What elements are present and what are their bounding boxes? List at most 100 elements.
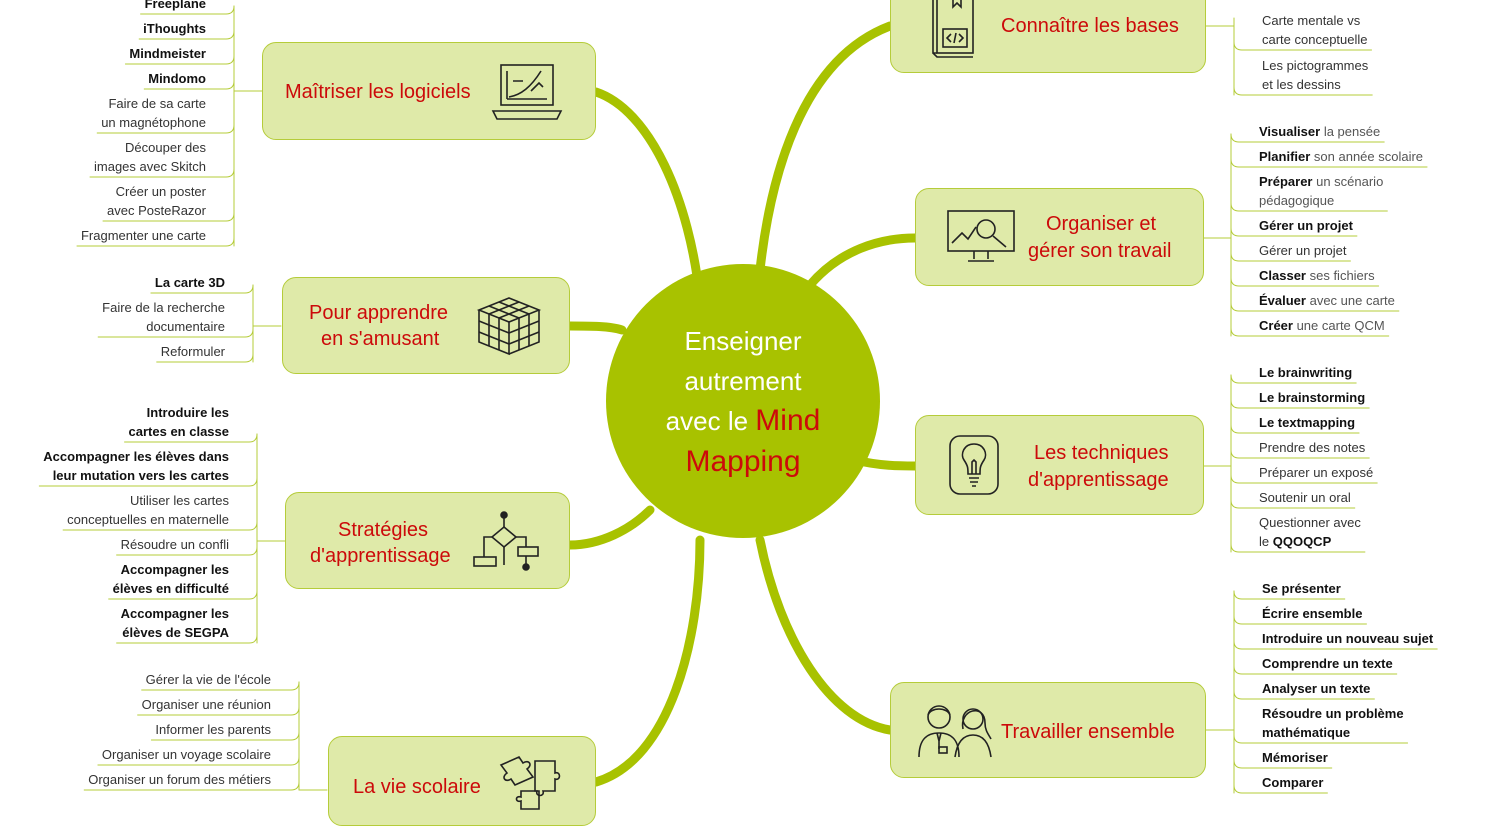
central-text: avec le [665,406,749,436]
list-item[interactable]: Gérer un projet [1259,241,1346,260]
leaf-text: Organiser un voyage scolaire [101,747,271,762]
topic-travailler-ensemble[interactable]: Travailler ensemble [890,682,1206,778]
flowchart-icon [473,511,539,571]
topic-apprendre-en-s-amusant[interactable]: Pour apprendre en s'amusant [282,277,570,374]
list-item[interactable]: Accompagner les élèves dans leur mutation… [43,447,229,485]
leaf-text: la pensée [1320,124,1381,139]
branch-line-2 [565,505,655,550]
leaf-text: Mindmeister [129,46,206,61]
list-item[interactable]: Organiser une réunion [142,695,271,714]
leaf-text: Introduire un nouveau sujet [1262,631,1434,646]
list-item[interactable]: Classer ses fichiers [1259,266,1375,285]
list-item[interactable]: Se présenter [1262,579,1341,598]
topic-title: Connaître les bases [1001,15,1179,37]
puzzle-icon [499,755,561,810]
list-item[interactable]: Reformuler [161,342,225,361]
leaf-text: et les dessins [1262,77,1341,92]
leaf-text: leur mutation vers les cartes [52,468,229,483]
list-item[interactable]: Créer un poster avec PosteRazor [107,182,206,220]
leaf-text: cartes en classe [128,424,229,439]
leaf-text: conceptuelles en maternelle [67,512,229,527]
central-topic[interactable]: Enseigner autrement avec le Mind Mapping [606,264,880,538]
central-highlight-mapping: Mapping [685,445,801,478]
topic-vie-scolaire[interactable]: La vie scolaire [328,736,596,826]
list-item[interactable]: Introduire un nouveau sujet [1262,629,1433,648]
central-highlight-mind: Mind [755,404,821,437]
central-line-3: avec le Mind [606,401,880,441]
list-item[interactable]: Mindomo [148,69,206,88]
list-item[interactable]: Découper des images avec Skitch [94,138,206,176]
leaf-text: Préparer un exposé [1259,465,1374,480]
list-item[interactable]: Soutenir un oral [1259,488,1351,507]
list-item[interactable]: Accompagner les élèves de SEGPA [121,604,229,642]
leaf-text: élèves de SEGPA [122,625,229,640]
list-item[interactable]: Gérer un projet [1259,216,1353,235]
leaf-text: Accompagner les élèves dans [43,449,229,464]
leaf-text: avec PosteRazor [107,203,206,218]
topic-title-line-1: Stratégies [338,519,429,541]
leaf-text: Classer [1259,268,1306,283]
list-item[interactable]: Visualiser la pensée [1259,122,1380,141]
leaf-text: Planifier [1259,149,1311,164]
leaf-text: Créer un poster [115,184,206,199]
leaf-text: une carte QCM [1292,318,1385,333]
list-item[interactable]: Le brainwriting [1259,363,1352,382]
topic-title-line-1: Pour apprendre [309,302,448,324]
list-item[interactable]: Prendre des notes [1259,438,1365,457]
list-item[interactable]: Fragmenter une carte [81,226,206,245]
list-item[interactable]: iThoughts [143,19,206,38]
list-item[interactable]: Mémoriser [1262,748,1328,767]
list-item[interactable]: Gérer la vie de l'école [146,670,271,689]
list-item[interactable]: Évaluer avec une carte [1259,291,1395,310]
topic-title-line-2: d'apprentissage [1028,469,1169,491]
list-item[interactable]: Planifier son année scolaire [1259,147,1423,166]
topic-strategies-apprentissage[interactable]: Stratégies d'apprentissage [285,492,570,589]
leaf-text: Accompagner les [120,606,229,621]
laptop-graph-icon [491,64,563,120]
list-item[interactable]: Freeplane [145,0,206,13]
list-item[interactable]: Informer les parents [155,720,271,739]
topic-organiser-gerer-travail[interactable]: Organiser et gérer son travail [915,188,1204,286]
list-item[interactable]: Comparer [1262,773,1323,792]
branch-line-0 [591,87,705,305]
leaf-text: Accompagner les [120,562,229,577]
topic-connaitre-les-bases[interactable]: Connaître les bases [890,0,1206,73]
list-item[interactable]: Analyser un texte [1262,679,1370,698]
leaf-text: Reformuler [160,344,225,359]
list-item[interactable]: Comprendre un texte [1262,654,1393,673]
list-item[interactable]: Créer une carte QCM [1259,316,1385,335]
list-item[interactable]: Mindmeister [129,44,206,63]
leaf-text: Résoudre un confli [120,537,229,552]
leaf-text: images avec Skitch [94,159,206,174]
leaf-text: Le textmapping [1259,415,1356,430]
list-item[interactable]: Organiser un voyage scolaire [102,745,271,764]
topic-techniques-apprentissage[interactable]: Les techniques d'apprentissage [915,415,1204,515]
list-item[interactable]: Écrire ensemble [1262,604,1362,623]
leaf-text: Fragmenter une carte [80,228,206,243]
leaf-text: Découper des [125,140,206,155]
list-item[interactable]: Organiser un forum des métiers [88,770,271,789]
branch-line-4 [755,21,895,275]
leaf-text: carte conceptuelle [1262,32,1368,47]
leaf-text: le [1259,534,1273,549]
list-item[interactable]: Préparer un exposé [1259,463,1373,482]
lightbulb-icon [949,435,999,495]
leaf-text: Visualiser [1259,124,1321,139]
topic-maitriser-logiciels[interactable]: Maîtriser les logiciels [262,42,596,140]
leaf-text: ses fichiers [1305,268,1375,283]
list-item[interactable]: Le textmapping [1259,413,1355,432]
list-item[interactable]: Résoudre un confli [121,535,229,554]
list-item[interactable]: Le brainstorming [1259,388,1365,407]
list-item[interactable]: La carte 3D [155,273,225,292]
topic-title: La vie scolaire [353,776,481,798]
